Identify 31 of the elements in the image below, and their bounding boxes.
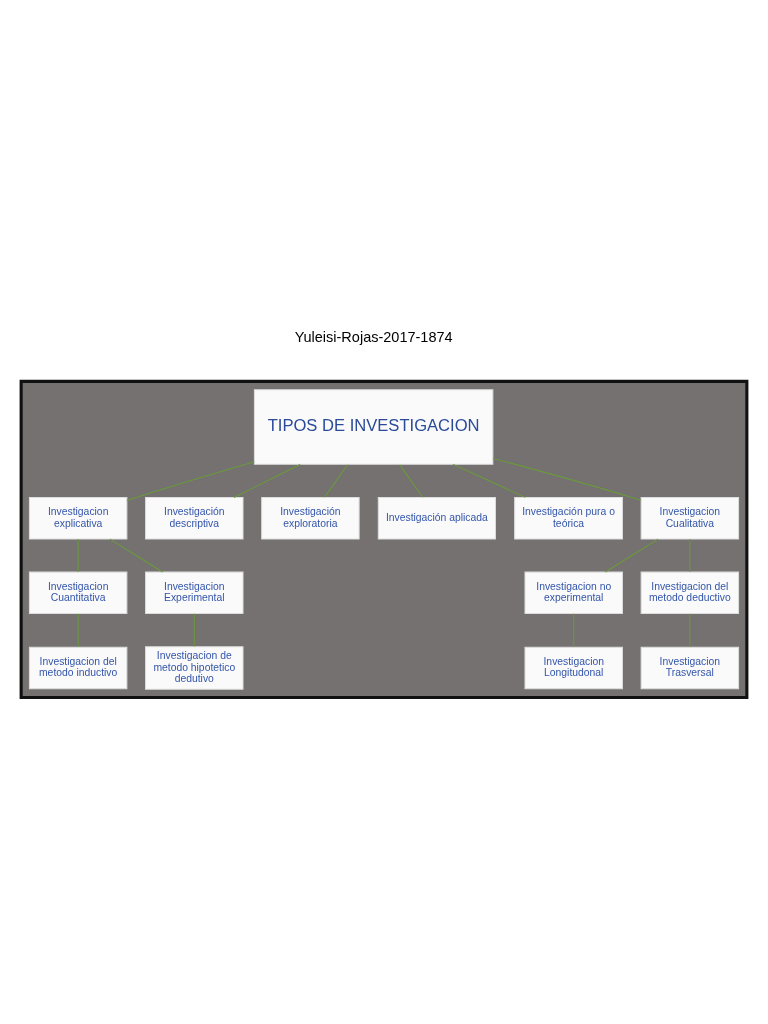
connector (573, 612, 575, 648)
connector (604, 538, 659, 573)
node-box: Investigacion de metodo hipotetico dedutivo (145, 645, 244, 690)
node-box: Investigación aplicada (377, 496, 496, 539)
node-box: Investigación descriptiva (145, 496, 244, 539)
connector (492, 457, 642, 501)
node-box: Investigacion explicativa (28, 496, 128, 539)
connector (399, 463, 424, 498)
connector (689, 612, 691, 648)
node-box: Investigacion Longitudonal (524, 646, 623, 689)
connector (126, 460, 255, 501)
node-box: Investigacion Experimental (145, 571, 244, 614)
node-box: Investigación exploratoria (261, 496, 360, 539)
connector (77, 612, 79, 648)
label: Yuleisi-Rojas-2017-1874 (294, 328, 453, 345)
connector (77, 538, 79, 573)
node-box: Investigacion Cuantitativa (28, 571, 128, 614)
connector (452, 463, 526, 498)
connector (233, 463, 301, 498)
connector (109, 538, 164, 573)
node-box: Investigacion Trasversal (640, 646, 740, 689)
node-box: TIPOS DE INVESTIGACION (253, 388, 494, 465)
node-box: Investigacion no experimental (524, 571, 623, 614)
cluster (19, 379, 749, 699)
connector (323, 463, 349, 498)
node-box: Investigacion Cualitativa (640, 496, 740, 539)
connector (193, 612, 195, 647)
connector (689, 538, 691, 573)
node-box: Investigacion del metodo inductivo (28, 646, 128, 689)
node-box: Investigacion del metodo deductivo (640, 571, 740, 614)
node-box: Investigación pura o teórica (514, 496, 623, 539)
